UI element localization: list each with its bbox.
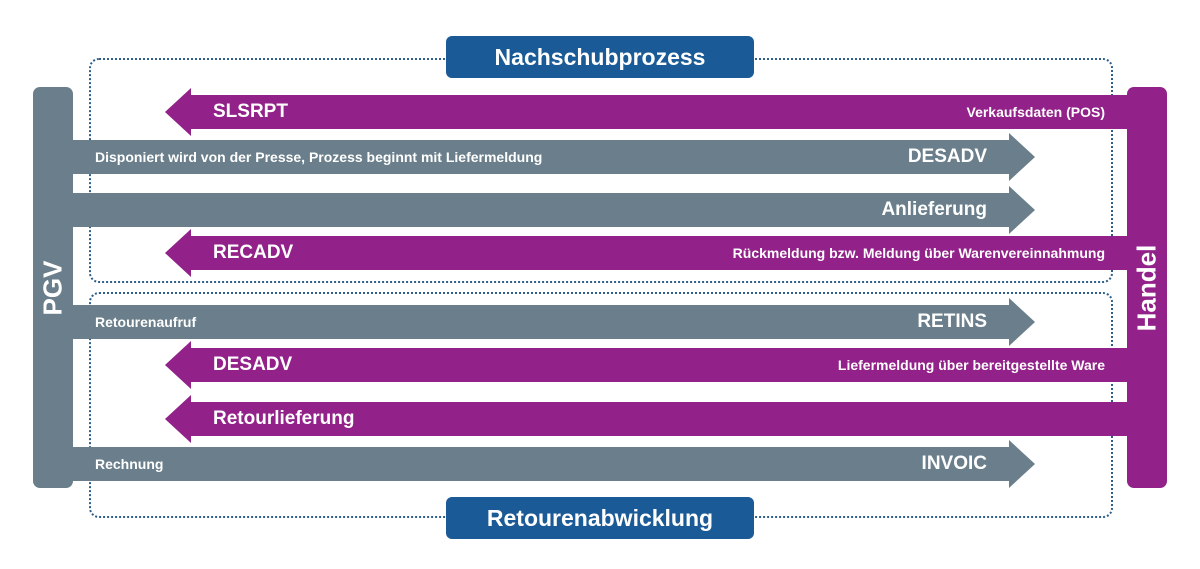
flow-description-label: Disponiert wird von der Presse, Prozess … xyxy=(95,149,543,165)
flow-desadv-return-arrow: DESADV Liefermeldung über bereitgestellt… xyxy=(165,341,1127,389)
retourenabwicklung-title: Retourenabwicklung xyxy=(446,497,754,539)
pgv-bar: PGV xyxy=(33,87,73,488)
flow-message-label: SLSRPT xyxy=(213,101,288,122)
flow-message-label: Retourlieferung xyxy=(213,408,355,429)
handel-bar: Handel xyxy=(1127,87,1167,488)
flow-description-label: Rückmeldung bzw. Meldung über Warenverei… xyxy=(732,245,1105,261)
flow-description-label: Rechnung xyxy=(95,456,164,472)
flow-message-label: Anlieferung xyxy=(881,199,987,220)
pgv-label: PGV xyxy=(37,260,68,315)
flow-anlieferung-arrow: Anlieferung xyxy=(73,186,1035,234)
nachschubprozess-title: Nachschubprozess xyxy=(446,36,754,78)
flow-recadv-arrow: RECADV Rückmeldung bzw. Meldung über War… xyxy=(165,229,1127,277)
flow-description-label: Retourenaufruf xyxy=(95,314,197,330)
flow-desadv-arrow: Disponiert wird von der Presse, Prozess … xyxy=(73,133,1035,181)
flow-message-label: DESADV xyxy=(213,354,293,375)
flow-retourlieferung-arrow: Retourlieferung xyxy=(165,395,1127,443)
flow-slsrpt-arrow: SLSRPT Verkaufsdaten (POS) xyxy=(165,88,1127,136)
flow-description-label: Liefermeldung über bereitgestellte Ware xyxy=(837,357,1105,373)
flow-message-label: DESADV xyxy=(907,146,987,167)
handel-label: Handel xyxy=(1131,244,1162,331)
flow-retins-arrow: Retourenaufruf RETINS xyxy=(73,298,1035,346)
flow-message-label: RECADV xyxy=(213,242,294,263)
flow-invoic-arrow: Rechnung INVOIC xyxy=(73,440,1035,488)
flow-message-label: RETINS xyxy=(917,311,987,332)
flow-description-label: Verkaufsdaten (POS) xyxy=(966,104,1106,120)
flow-message-label: INVOIC xyxy=(921,453,987,474)
